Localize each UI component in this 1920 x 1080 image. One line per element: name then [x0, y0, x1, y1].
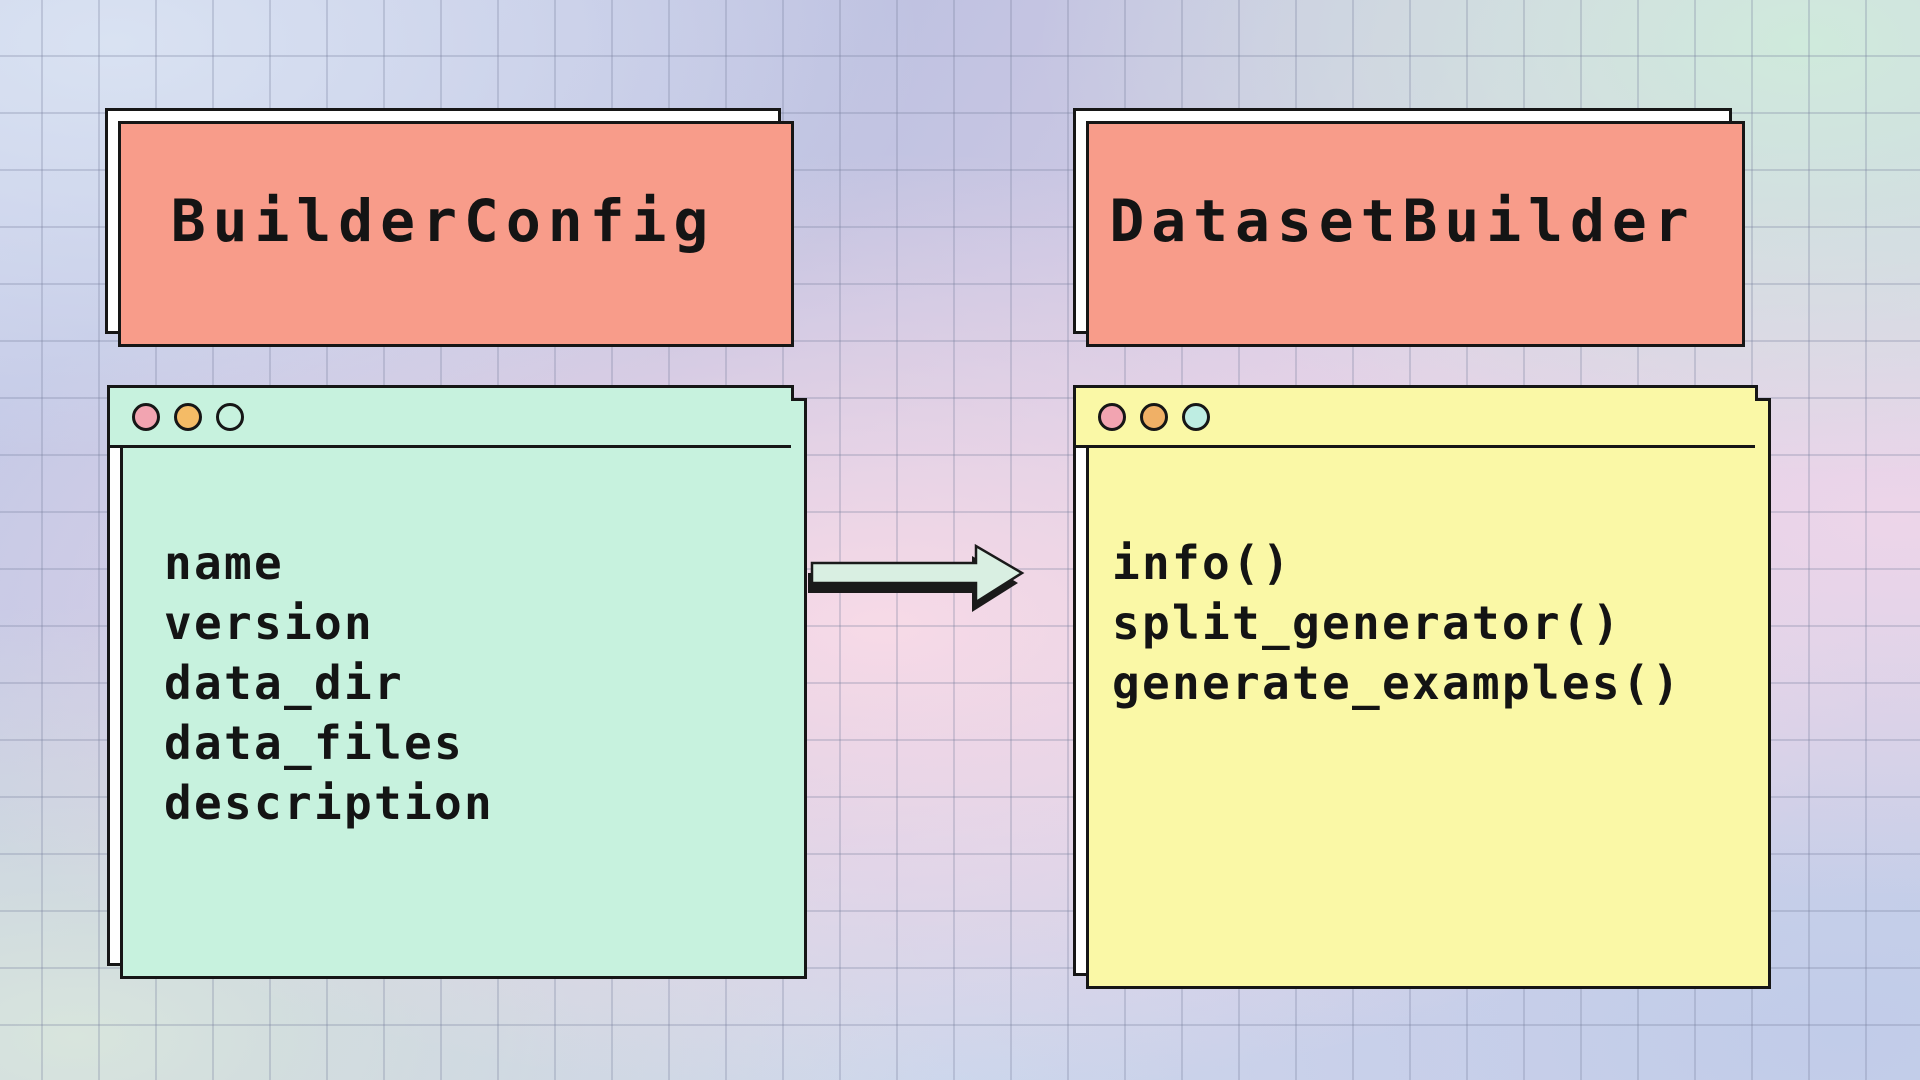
flow-arrow-body — [810, 543, 1025, 605]
window-titlebar — [110, 388, 791, 448]
orange-dot-icon — [1140, 402, 1168, 431]
cyan-dot-icon — [1182, 402, 1210, 431]
window-datasetbuilder-methods: info() split_generator() generate_exampl… — [1073, 385, 1771, 989]
attribute-line: data_dir — [164, 656, 404, 710]
pink-dot-icon — [132, 402, 160, 431]
class-title-builderconfig: BuilderConfig — [170, 187, 716, 255]
attribute-line: version — [164, 596, 374, 650]
method-line: info() — [1112, 536, 1292, 590]
window-builderconfig-attributes: name version data_dir data_files descrip… — [107, 385, 807, 979]
attribute-line: name — [164, 536, 284, 590]
method-line: split_generator() — [1112, 596, 1622, 650]
flow-arrow-icon — [808, 543, 1025, 612]
attribute-list: name version data_dir data_files descrip… — [110, 448, 791, 833]
class-card-builderconfig: BuilderConfig — [105, 108, 794, 347]
class-card-datasetbuilder: DatasetBuilder — [1073, 108, 1745, 347]
pink-dot-icon — [1098, 402, 1126, 431]
attribute-line: description — [164, 776, 494, 830]
method-line: generate_examples() — [1112, 656, 1682, 710]
attribute-line: data_files — [164, 716, 464, 770]
class-title-datasetbuilder: DatasetBuilder — [1109, 187, 1696, 255]
method-list: info() split_generator() generate_exampl… — [1076, 448, 1755, 713]
window-titlebar — [1076, 388, 1755, 448]
orange-dot-icon — [174, 402, 202, 431]
hollow-dot-icon — [216, 402, 244, 431]
